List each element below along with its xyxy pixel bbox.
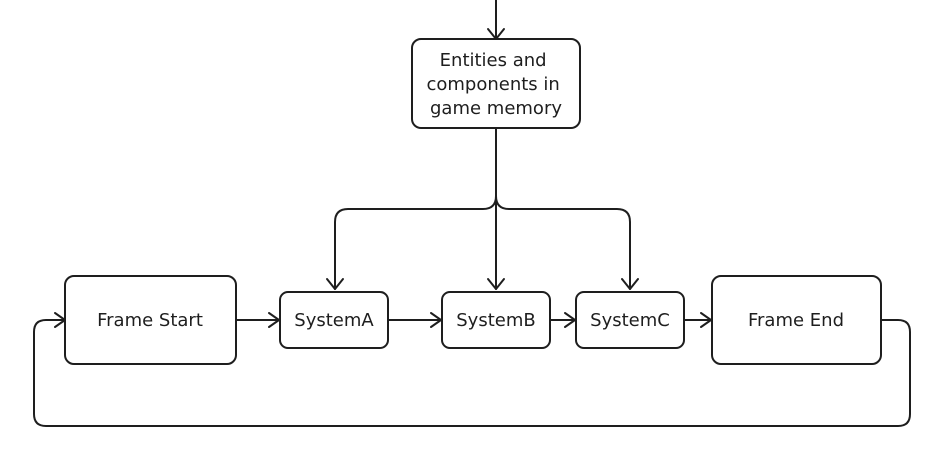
node-system-b-label: SystemB [456, 310, 535, 331]
node-system-a[interactable]: SystemA [279, 291, 389, 349]
node-system-b[interactable]: SystemB [441, 291, 551, 349]
edge-input-to-memory [487, 0, 505, 40]
node-frame-start[interactable]: Frame Start [64, 275, 237, 365]
edge-system-b-to-system-c [549, 312, 576, 328]
node-system-c[interactable]: SystemC [575, 291, 685, 349]
node-system-a-label: SystemA [294, 310, 374, 331]
edge-frame-start-to-system-a [236, 312, 280, 328]
edge-system-c-to-frame-end [684, 312, 712, 328]
edges [33, 0, 911, 427]
node-frame-end-label: Frame End [748, 310, 844, 331]
node-memory-line-2: components in [426, 74, 559, 95]
node-memory-line-3: game memory [430, 98, 562, 119]
edge-system-a-to-system-b [388, 312, 442, 328]
svg-text:Entities and components: Entities and components in game memory [426, 50, 565, 119]
node-frame-start-label: Frame Start [97, 310, 203, 331]
edge-memory-to-system-b [487, 128, 505, 290]
node-frame-end[interactable]: Frame End [711, 275, 882, 365]
edge-memory-to-system-a [326, 195, 497, 290]
node-system-c-label: SystemC [590, 310, 670, 331]
node-memory-line-1: Entities and [440, 50, 547, 71]
edge-memory-to-system-c [495, 195, 639, 290]
node-memory[interactable]: Entities and components in game memory [411, 38, 581, 129]
